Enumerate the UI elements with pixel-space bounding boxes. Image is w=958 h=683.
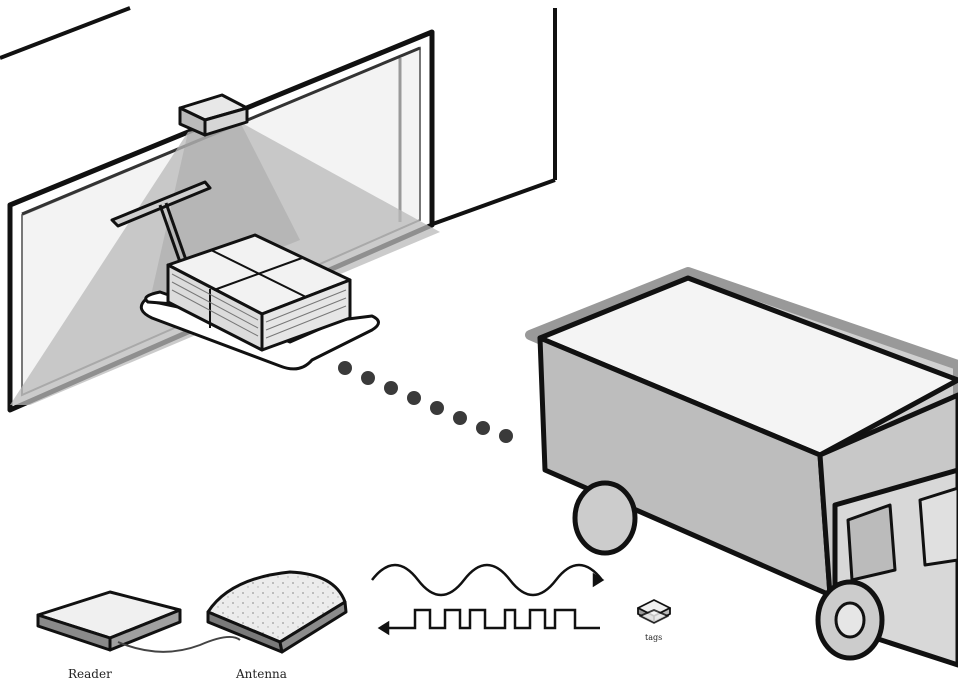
tag-icon — [638, 600, 670, 623]
rf-wave-icon — [372, 565, 602, 595]
rfid-reader-icon — [38, 592, 180, 650]
data-pulse-icon — [380, 610, 600, 633]
antenna-label: Antenna — [235, 667, 287, 681]
antenna-icon — [208, 572, 346, 652]
tags-label: tags — [645, 633, 662, 642]
reader-label: Reader — [68, 667, 112, 681]
delivery-truck — [530, 272, 958, 665]
transmission-dots — [338, 361, 513, 443]
